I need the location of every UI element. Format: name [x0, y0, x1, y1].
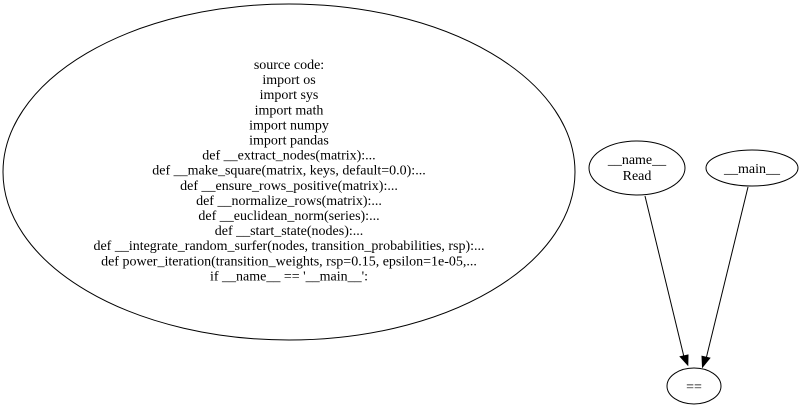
source-code-line: def __make_square(matrix, keys, default=… [152, 164, 425, 179]
equals-label: == [686, 380, 702, 395]
main-ellipse [705, 149, 799, 187]
edge-main-to-equals [701, 186, 749, 369]
edge-name-to-equals-line [644, 195, 685, 358]
edge-name-to-equals-arrow [679, 354, 689, 367]
source-code-line: def __extract_nodes(matrix):... [202, 149, 375, 164]
source-code-line: def __start_state(nodes):... [215, 224, 364, 239]
edge-main-to-equals-arrow [701, 355, 711, 369]
source-code-line: import sys [260, 88, 319, 103]
source-code-line: def power_iteration(transition_weights, … [101, 254, 477, 269]
main-node: __main__ [705, 149, 799, 187]
name-read-line2: Read [623, 169, 652, 184]
main-label: __main__ [723, 162, 781, 177]
edge-main-to-equals-line [705, 186, 749, 360]
edge-name-to-equals [644, 195, 689, 367]
source-code-line: def __integrate_random_surfer(nodes, tra… [93, 239, 484, 254]
source-code-line: import os [262, 73, 315, 88]
name-read-node: __name__ Read [588, 140, 686, 196]
equals-node: == [666, 367, 722, 405]
source-code-line: import pandas [249, 134, 329, 149]
source-code-line: source code: [254, 58, 324, 73]
source-code-line: def __ensure_rows_positive(matrix):... [180, 179, 398, 194]
source-code-ellipse [2, 3, 576, 341]
source-code-line: import numpy [249, 118, 329, 133]
equals-ellipse [666, 367, 722, 405]
source-code-line: if __name__ == '__main__': [210, 269, 368, 284]
name-read-ellipse [588, 140, 686, 196]
source-code-line: def __normalize_rows(matrix):... [196, 194, 382, 209]
source-code-line: def __euclidean_norm(series):... [198, 209, 379, 224]
name-read-line1: __name__ [607, 153, 667, 168]
source-code-line: import math [255, 103, 324, 118]
